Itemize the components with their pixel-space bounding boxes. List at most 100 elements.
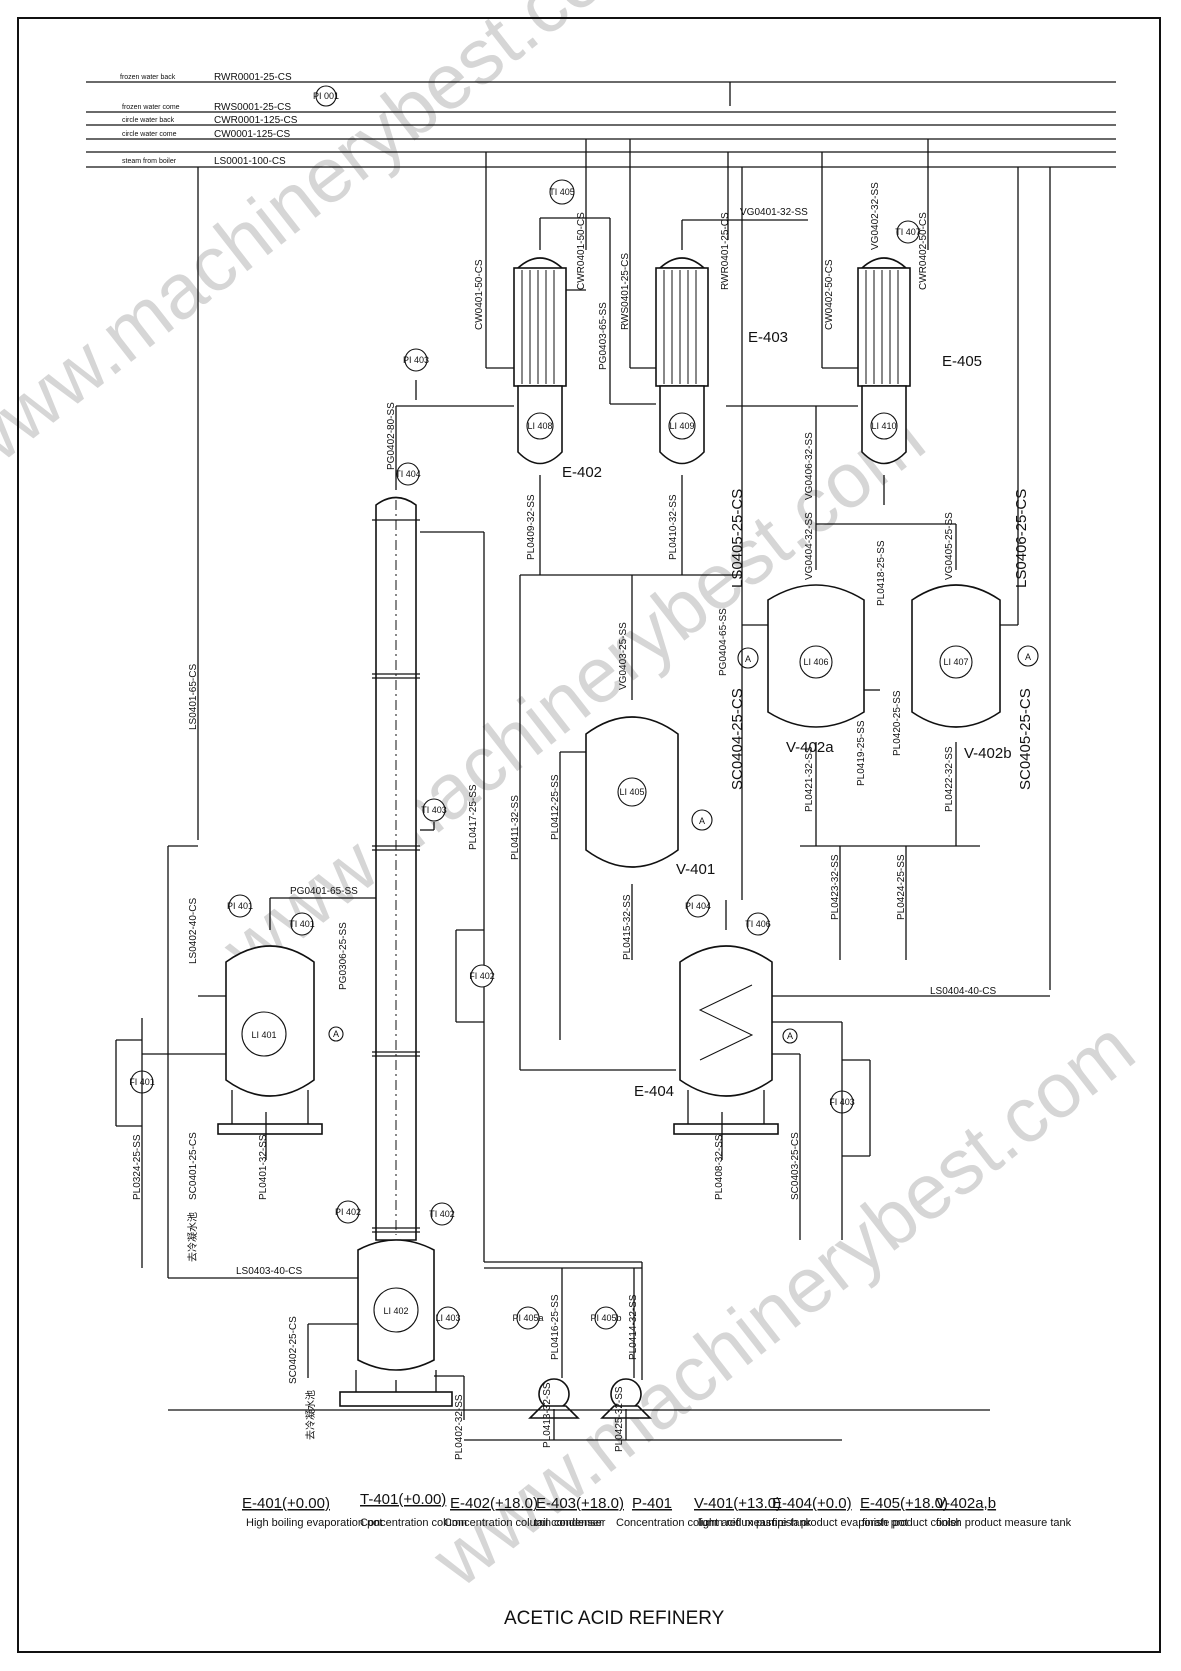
pipe-label: PG0404-65-SS <box>718 608 729 676</box>
level-indicator-icon <box>526 412 554 440</box>
pressure-indicator-icon <box>516 1306 540 1330</box>
pipe-label: CW0401-50-CS <box>474 259 485 330</box>
pipe-label: PL0401-32-SS <box>258 1134 269 1200</box>
instrument-tag: LI 410 <box>871 421 896 431</box>
pipe-label: SC0403-25-CS <box>790 1132 801 1200</box>
instrument-tag: PI 405a <box>512 1313 543 1323</box>
equipment-legend: E-401(+0.00) High boiling evaporation po… <box>242 1491 1072 1529</box>
instrument-tag: TI 402 <box>429 1209 455 1219</box>
instrument-tag: PI 401 <box>227 901 253 911</box>
pipe-label: PL0324-25-SS <box>132 1134 143 1200</box>
pipe-label: LS0404-40-CS <box>930 986 996 997</box>
legend-desc: High boiling evaporation pot <box>246 1517 382 1529</box>
instrument-tag: LI 403 <box>435 1313 460 1323</box>
instrument-tag: FI 402 <box>469 971 495 981</box>
instrument-tag: TI 406 <box>745 919 771 929</box>
temperature-indicator-icon <box>896 220 920 244</box>
pipe-label: PL0422-32-SS <box>944 746 955 812</box>
utility-code: CWR0001-125-CS <box>214 115 298 126</box>
utility-code: RWS0001-25-CS <box>214 102 291 113</box>
tank-v402a: LI 406 A V-402a <box>737 406 956 846</box>
instrument-tag: PI 402 <box>335 1207 361 1217</box>
equipment-tag: V-402b <box>964 745 1012 762</box>
instrument-tag: LI 409 <box>669 421 694 431</box>
pressure-indicator-icon <box>336 1200 360 1224</box>
pressure-indicator-icon <box>686 894 710 918</box>
pipe-label: PL0424-25-SS <box>896 854 907 920</box>
legend-desc: Concentration column <box>360 1517 467 1529</box>
level-indicator-icon <box>241 1011 287 1057</box>
instrument-tag: LI 401 <box>251 1030 276 1040</box>
drawing-title: ACETIC ACID REFINERY <box>504 1608 725 1629</box>
flow-indicator-icon <box>470 964 494 988</box>
instrument-tag: LI 405 <box>619 787 644 797</box>
level-indicator-icon <box>373 1287 419 1333</box>
analyzer-icon <box>782 1028 798 1044</box>
level-indicator-icon <box>870 412 898 440</box>
legend-tag: T-401(+0.00) <box>360 1491 446 1508</box>
pressure-indicator-icon <box>228 894 252 918</box>
utility-code: RWR0001-25-CS <box>214 72 292 83</box>
instrument-tag: PI 001 <box>313 91 339 101</box>
instrument-tag: LI 407 <box>943 657 968 667</box>
instrument-tag: A <box>699 816 705 826</box>
pressure-indicator-icon <box>315 85 337 107</box>
instrument-tag: A <box>745 654 751 664</box>
temperature-indicator-icon <box>549 179 575 205</box>
tank-v402b: LI 407 A V-402b <box>800 524 1039 960</box>
temperature-indicator-icon <box>290 912 314 936</box>
pipe-label: PL0425-32-SS <box>614 1386 625 1452</box>
pipe-label: 去冷凝水池 <box>186 1212 199 1262</box>
equipment-tag: E-403 <box>748 329 788 346</box>
temperature-indicator-icon <box>746 912 770 936</box>
pipe-label: PG0306-25-SS <box>338 922 349 990</box>
utility-header: frozen water back RWR0001-25-CS frozen w… <box>86 72 1116 168</box>
pipe-label: VG0406-32-SS <box>804 432 815 500</box>
tank-v401: LI 405 A V-401 <box>519 574 742 1071</box>
legend-tag: P-401 <box>632 1495 672 1512</box>
legend-desc: finish product cooler <box>862 1517 961 1529</box>
equipment-tag: E-402 <box>562 464 602 481</box>
pipe-label: VG0402-32-SS <box>870 182 881 250</box>
pipe-label: PL0408-32-SS <box>714 1134 725 1200</box>
legend-tag: E-404(+0.0) <box>772 1495 852 1512</box>
analyzer-icon <box>328 1026 344 1042</box>
pipe-label: CWR0401-50-CS <box>576 212 587 290</box>
watermark-3: www.machinerybest.com <box>416 1003 1151 1604</box>
pipe-label: PL0420-25-SS <box>892 690 903 756</box>
utility-drops <box>197 139 1051 990</box>
utility-code: CW0001-125-CS <box>214 129 290 140</box>
pipe-label: SC0401-25-CS <box>188 1132 199 1200</box>
pipe-label: LS0402-40-CS <box>188 898 199 964</box>
evaporator-e401: LI 401 A PI 401 TI 401 FI 401 <box>115 894 376 1268</box>
pipe-label: VG0401-32-SS <box>740 207 808 218</box>
utility-desc: circle water come <box>122 131 177 138</box>
watermark-1: www.machinerybest.com <box>0 0 670 494</box>
pipe-label: PL0414-32-SS <box>628 1294 639 1360</box>
analyzer-icon <box>691 809 713 831</box>
legend-desc: tail condenser <box>534 1517 603 1529</box>
reflux-flow: FI 402 <box>455 929 643 1380</box>
pipe-label: PL0411-32-SS <box>510 795 521 860</box>
legend-desc: finish product measure tank <box>936 1517 1072 1529</box>
legend-tag: E-402(+18.0) <box>450 1495 538 1512</box>
pipe-label: CWR0402-50-CS <box>918 212 929 290</box>
legend-desc: Concentration column condenser <box>444 1517 606 1529</box>
legend-tag: V-401(+13.0) <box>694 1495 781 1512</box>
instrument-tag: TI 407 <box>895 227 921 237</box>
utility-desc: steam from boiler <box>122 158 177 165</box>
pipe-label: PL0412-25-SS <box>550 774 561 840</box>
pipe-label: SC0402-25-CS <box>288 1316 299 1384</box>
utility-desc: circle water back <box>122 117 175 124</box>
instrument-tag: A <box>1025 652 1031 662</box>
level-indicator-icon <box>939 645 973 679</box>
pipe-label: PG0402-80-SS <box>386 402 397 470</box>
pipe-label: PL0423-32-SS <box>830 854 841 920</box>
pipe-label: PL0415-32-SS <box>622 894 633 960</box>
legend-tag: E-405(+18.0) <box>860 1495 948 1512</box>
pipe-label: CW0402-50-CS <box>824 259 835 330</box>
level-indicator-icon <box>668 412 696 440</box>
reboiler-bottom: LI 402 PI 402 TI 402 LI 403 <box>167 845 465 1420</box>
utility-code: LS0001-100-CS <box>214 156 286 167</box>
instrument-tag: TI 404 <box>395 469 421 479</box>
